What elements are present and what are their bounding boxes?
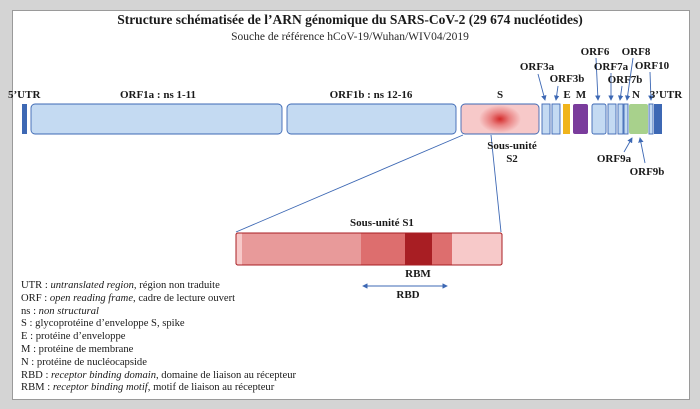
figure-panel (12, 10, 690, 400)
n-segment (629, 104, 648, 134)
legend-text: protéine de nucléocapside (36, 356, 147, 368)
legend: UTR : untranslated region, région non tr… (21, 280, 296, 395)
legend-abbr: UTR (21, 280, 43, 291)
legend-item: RBM : receptor binding motif, motif de l… (21, 382, 275, 394)
orf6-segment (591, 103, 607, 135)
legend-italic: open reading frame (49, 292, 134, 304)
m-segment (573, 104, 588, 134)
legend-item: M : protéine de membrane (21, 343, 134, 355)
zoom-line-left (235, 134, 464, 233)
rbm-label: RBM (405, 268, 431, 280)
utr3-segment (654, 104, 662, 134)
orf1a-label: ORF1a : ns 1-11 (120, 89, 196, 101)
legend-abbr: E (21, 331, 28, 343)
rbd-left (361, 233, 405, 265)
legend-abbr: ORF (21, 292, 42, 304)
orf3b-label: ORF3b (550, 73, 585, 85)
legend-text: , domaine de liaison au récepteur (156, 369, 297, 381)
orf9a-label: ORF9a (597, 153, 632, 165)
s1-title: Sous-unité S1 (350, 217, 414, 229)
figure-subtitle: Souche de référence hCoV-19/Wuhan/WIV04/… (231, 31, 469, 43)
orf10-label: ORF10 (635, 60, 670, 72)
orf8-segment (623, 103, 629, 135)
e-label: E (563, 89, 570, 101)
figure-title: Structure schématisée de l’ARN génomique… (117, 12, 583, 27)
orf9a-arrow (623, 137, 633, 153)
e-segment (563, 104, 570, 134)
legend-abbr: RBM (21, 382, 45, 394)
orf1a-segment (30, 103, 283, 135)
s-label: S (497, 89, 503, 101)
legend-italic: receptor binding domain (51, 369, 156, 381)
legend-abbr: N (21, 356, 29, 368)
orf3b-segment (551, 103, 561, 135)
orf10-arrow (648, 71, 654, 101)
utr5-label: 5’UTR (8, 89, 41, 101)
legend-text: protéine d’enveloppe (35, 331, 126, 343)
orf10-segment (648, 103, 654, 135)
rbd-label: RBD (396, 289, 419, 301)
orf7a-segment (607, 103, 617, 135)
legend-item: RBD : receptor binding domain, domaine d… (21, 369, 297, 381)
legend-text: , région non traduite (133, 280, 220, 291)
orf9b-arrow (638, 137, 646, 164)
legend-text: protéine de membrane (38, 343, 134, 355)
orf1b-label: ORF1b : ns 12-16 (330, 89, 413, 101)
legend-text: glycoprotéine d’enveloppe S, spike (35, 318, 185, 330)
legend-item: ns : non structural (21, 305, 100, 317)
orf8-arrow (624, 57, 634, 101)
orf8-label: ORF8 (622, 46, 651, 58)
orf6-arrow (595, 57, 601, 101)
legend-text: , motif de liaison au récepteur (147, 382, 275, 394)
rbm-segment (405, 233, 432, 265)
zoom-line-right (490, 134, 502, 233)
orf7b-arrow (617, 85, 624, 101)
orf9b-label: ORF9b (630, 166, 665, 178)
legend-italic: untranslated region (50, 280, 134, 291)
s2-label-line1: Sous-unité (487, 140, 537, 152)
legend-text: , cadre de lecture ouvert (133, 292, 236, 304)
orf6-label: ORF6 (581, 46, 610, 58)
rbd-right (432, 233, 452, 265)
legend-item: UTR : untranslated region, région non tr… (21, 280, 220, 291)
orf3b-arrow (553, 85, 560, 101)
legend-abbr: RBD (21, 369, 43, 381)
orf3a-label: ORF3a (520, 61, 555, 73)
s1-border (235, 232, 503, 266)
legend-item: N : protéine de nucléocapside (21, 356, 147, 368)
s2-label-line2: S2 (506, 153, 518, 165)
legend-italic: non structural (38, 305, 100, 317)
legend-abbr: M (21, 343, 31, 355)
legend-abbr: ns (21, 305, 31, 317)
legend-italic: receptor binding motif (52, 382, 148, 394)
utr5-segment (22, 104, 27, 134)
s-spike-glow (479, 105, 521, 133)
legend-item: E : protéine d’enveloppe (21, 331, 126, 343)
legend-item: ORF : open reading frame, cadre de lectu… (21, 292, 236, 304)
orf7a-label: ORF7a (594, 61, 629, 73)
legend-abbr: S (21, 318, 27, 330)
s1-main-domain (242, 233, 361, 265)
orf7b-label: ORF7b (608, 74, 643, 86)
orf7b-segment (617, 103, 624, 135)
orf3a-segment (541, 103, 551, 135)
legend-item: S : glycoprotéine d’enveloppe S, spike (21, 318, 185, 330)
n-label: N (632, 89, 640, 101)
m-label: M (576, 89, 587, 101)
orf3a-arrow (537, 73, 547, 101)
orf1b-segment (286, 103, 457, 135)
s1-n-terminal (236, 233, 242, 265)
utr3-label: 3’UTR (650, 89, 683, 101)
s1-c-terminal (452, 233, 502, 265)
